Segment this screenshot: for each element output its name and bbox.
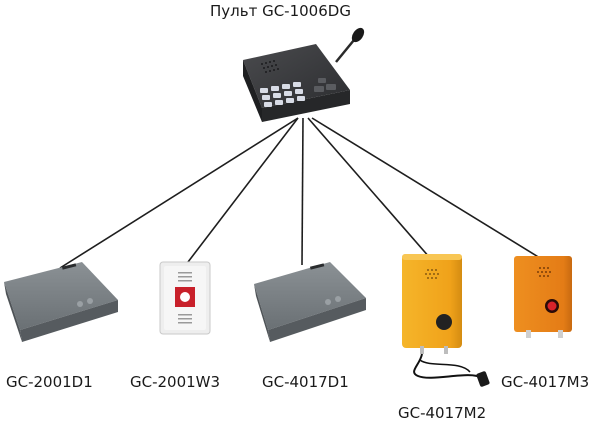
console-side — [262, 90, 350, 122]
console-control-buttons — [314, 78, 336, 92]
console-keypad — [260, 82, 305, 107]
label-gc-2001w3: GC-2001W3 — [130, 373, 221, 391]
gc-2001d1-device — [4, 262, 118, 342]
link-to-gc-4017m3 — [311, 117, 541, 259]
label-gc-4017m2: GC-4017M2 — [398, 404, 487, 422]
power-cable — [413, 353, 483, 379]
gc-4017m2-device — [402, 254, 490, 387]
microphone-gooseneck — [335, 39, 355, 63]
power-plug-icon — [476, 371, 490, 387]
microphone-head — [351, 27, 365, 43]
call-button-icon — [180, 292, 190, 302]
label-gc-4017d1: GC-4017D1 — [262, 373, 349, 391]
label-gc-4017m3: GC-4017M3 — [501, 373, 590, 391]
label-gc-2001d1: GC-2001D1 — [6, 373, 93, 391]
gc-2001w3-device — [159, 261, 211, 335]
gc-4017m3-device — [514, 256, 572, 338]
console-title: Пульт GC-1006DG — [210, 2, 351, 20]
link-to-gc-4017m2 — [307, 117, 431, 259]
link-to-gc-2001w3 — [187, 117, 299, 263]
console-front — [243, 60, 262, 122]
connection-lines — [59, 117, 541, 269]
link-to-gc-4017d1 — [301, 117, 304, 266]
link-to-gc-2001d1 — [59, 117, 299, 269]
console-top — [243, 44, 350, 108]
console-device — [243, 27, 365, 122]
gc-4017d1-device — [254, 262, 366, 342]
console-speaker-grille — [261, 60, 279, 73]
knob-icon — [436, 314, 452, 330]
